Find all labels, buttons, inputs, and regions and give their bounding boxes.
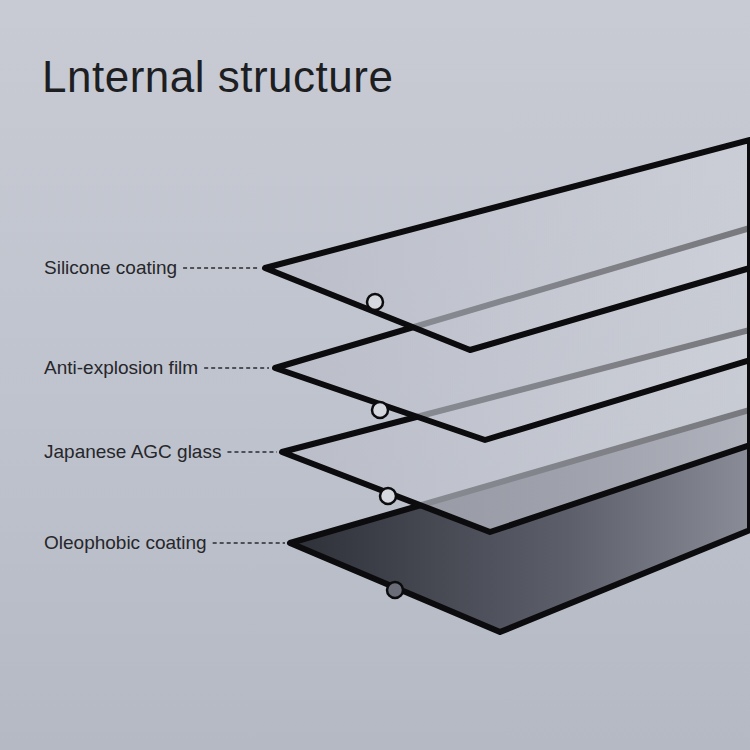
layer-label: Silicone coating xyxy=(44,256,177,280)
layer-label: Oleophobic coating xyxy=(44,531,207,555)
leader-line xyxy=(213,542,285,543)
leader-line xyxy=(183,267,260,268)
leader-line xyxy=(204,367,269,368)
silicone-layer xyxy=(265,140,750,350)
camera-hole xyxy=(387,582,403,598)
camera-hole xyxy=(372,402,388,418)
leader-line xyxy=(227,451,277,452)
camera-hole xyxy=(367,294,383,310)
layer-label: Anti-explosion film xyxy=(44,356,198,380)
layer-label: Japanese AGC glass xyxy=(44,440,221,464)
page-title: Lnternal structure xyxy=(42,52,393,102)
camera-hole xyxy=(380,488,396,504)
